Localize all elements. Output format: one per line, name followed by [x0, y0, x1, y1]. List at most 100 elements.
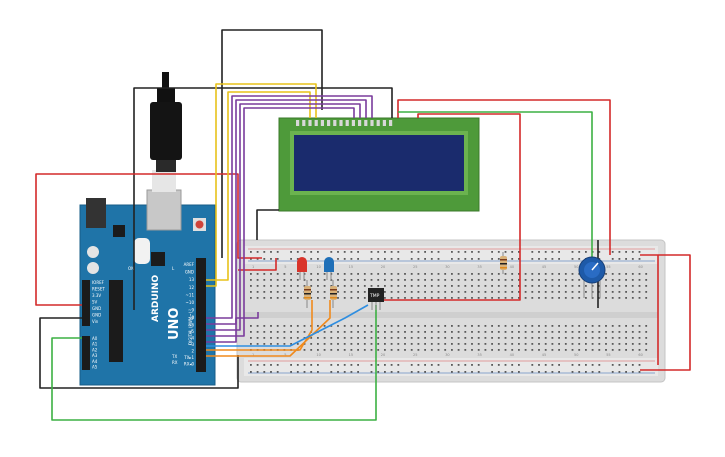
- digital-header-bottom: [196, 324, 206, 372]
- lcd-pin: [296, 120, 300, 126]
- lcd-pin: [370, 120, 374, 126]
- wire-purple-d4[interactable]: [206, 95, 373, 319]
- wire-green-a0-sensor[interactable]: [51, 305, 377, 421]
- pin-label: ~6: [188, 323, 194, 328]
- potentiometer-indicator: [591, 262, 599, 271]
- pin-label: AREF: [184, 262, 195, 267]
- red-led[interactable]: [297, 257, 307, 280]
- red-led-body[interactable]: [297, 257, 307, 272]
- wire-blue-sensor[interactable]: [206, 304, 369, 347]
- wire-red-rail[interactable]: [238, 258, 277, 271]
- usb-chip: [151, 252, 165, 266]
- wire-green-pot-lcd[interactable]: [398, 111, 593, 262]
- reset-button-cap[interactable]: [195, 220, 204, 229]
- resistor-3[interactable]: [500, 252, 507, 274]
- breadboard-channel: [244, 312, 658, 318]
- wire-purple-d7[interactable]: [206, 107, 355, 337]
- wire-purple-short[interactable]: [206, 312, 259, 343]
- usb-port: [146, 189, 182, 231]
- column-number-top: 30: [445, 265, 449, 269]
- wire-black-arduino-gnd[interactable]: [39, 317, 239, 389]
- temperature-sensor-body[interactable]: [368, 288, 384, 302]
- usb-connector: [152, 170, 176, 192]
- column-number-top: 1: [252, 265, 254, 269]
- temperature-sensor[interactable]: TMP: [368, 288, 384, 310]
- column-number-bottom: 25: [413, 353, 417, 357]
- blue-led[interactable]: [324, 257, 334, 280]
- resistor-1[interactable]: [304, 280, 311, 308]
- usb-cable-wire: [162, 72, 169, 90]
- resistor-2[interactable]: [330, 280, 337, 308]
- wire-black-lcd-ground[interactable]: [133, 87, 393, 310]
- column-number-bottom: 20: [381, 353, 385, 357]
- power-header-text: POWER: [75, 307, 80, 322]
- column-number-bottom: 1: [252, 353, 254, 357]
- breadboard[interactable]: 1155101015152020252530303535404045455050…: [236, 239, 666, 383]
- on-led-label: ON: [128, 266, 134, 271]
- lcd-pin: [364, 120, 368, 126]
- wire-red-5v[interactable]: [35, 173, 262, 306]
- pin-label: IOREF: [92, 280, 105, 285]
- atmega-chip: [109, 280, 123, 362]
- pin-label: A4: [92, 359, 98, 364]
- pin-label: 5V: [92, 300, 98, 305]
- wire-purple-d5[interactable]: [206, 99, 367, 325]
- usb-plug-body: [150, 102, 182, 160]
- pin-label: 2: [191, 349, 194, 354]
- pin-label: Vin: [92, 319, 99, 324]
- arduino-uno[interactable]: ARDUINO UNO DIGITAL (PWM~) POWER ANALOG …: [75, 170, 216, 386]
- column-number-top: 35: [477, 265, 481, 269]
- power-header: [82, 280, 90, 326]
- column-number-bottom: 60: [638, 353, 642, 357]
- column-number-bottom: 15: [349, 353, 353, 357]
- analog-header-text: ANALOG IN: [75, 350, 80, 372]
- column-number-bottom: 5: [284, 353, 286, 357]
- wire-red-lcd-vcc[interactable]: [397, 99, 611, 255]
- digital-label-text: DIGITAL (PWM~): [188, 311, 193, 345]
- arduino-brand-text: ARDUINO: [151, 274, 161, 322]
- lcd-pin: [376, 120, 380, 126]
- potentiometer[interactable]: [578, 256, 606, 298]
- wire-red-rail-link[interactable]: [640, 254, 691, 371]
- column-number-top: 40: [510, 265, 514, 269]
- column-number-top: 5: [284, 265, 286, 269]
- pin-label: TX▸1: [183, 355, 194, 360]
- pin-label: RX◂0: [184, 362, 195, 367]
- pin-label: 4: [191, 336, 194, 341]
- dc-power-jack: [86, 198, 106, 228]
- wire-purple-d6[interactable]: [206, 103, 361, 331]
- arduino-model-text: UNO: [167, 308, 182, 341]
- column-number-bottom: 10: [316, 353, 320, 357]
- pin-label: ~11: [186, 292, 195, 297]
- lcd-screen: [294, 135, 464, 191]
- wire-black-gnd-lcd[interactable]: [221, 29, 323, 258]
- breadboard-body[interactable]: [236, 239, 666, 383]
- pin-label: A0: [92, 336, 98, 341]
- breadboard-top-rail: [244, 246, 658, 264]
- tx-led-label: TX: [171, 354, 177, 359]
- wire-orange-blue-led[interactable]: [206, 300, 331, 357]
- lcd-pin: [382, 120, 386, 126]
- pin-label: 3.3V: [92, 293, 101, 298]
- lcd-pin: [358, 120, 362, 126]
- l-led-label: L: [172, 266, 175, 271]
- wire-black-breadboard-lcd[interactable]: [256, 209, 279, 240]
- lcd-display[interactable]: [278, 117, 480, 212]
- wire-red-lcd-backlight[interactable]: [382, 113, 521, 301]
- breadboard-bottom-rail: [244, 358, 658, 376]
- breadboard-holes: [250, 251, 648, 373]
- lcd-pin: [314, 120, 318, 126]
- pin-label: ~3: [188, 342, 194, 347]
- column-number-bottom: 55: [606, 353, 610, 357]
- lcd-pin: [327, 120, 331, 126]
- pin-label: RESET: [92, 287, 105, 292]
- small-chip: [113, 225, 125, 237]
- column-number-top: 55: [606, 265, 610, 269]
- lcd-pin: [302, 120, 306, 126]
- lcd-pin: [333, 120, 337, 126]
- blue-led-body[interactable]: [324, 257, 334, 272]
- lcd-pin: [389, 120, 393, 126]
- rx-led-label: RX: [172, 360, 178, 365]
